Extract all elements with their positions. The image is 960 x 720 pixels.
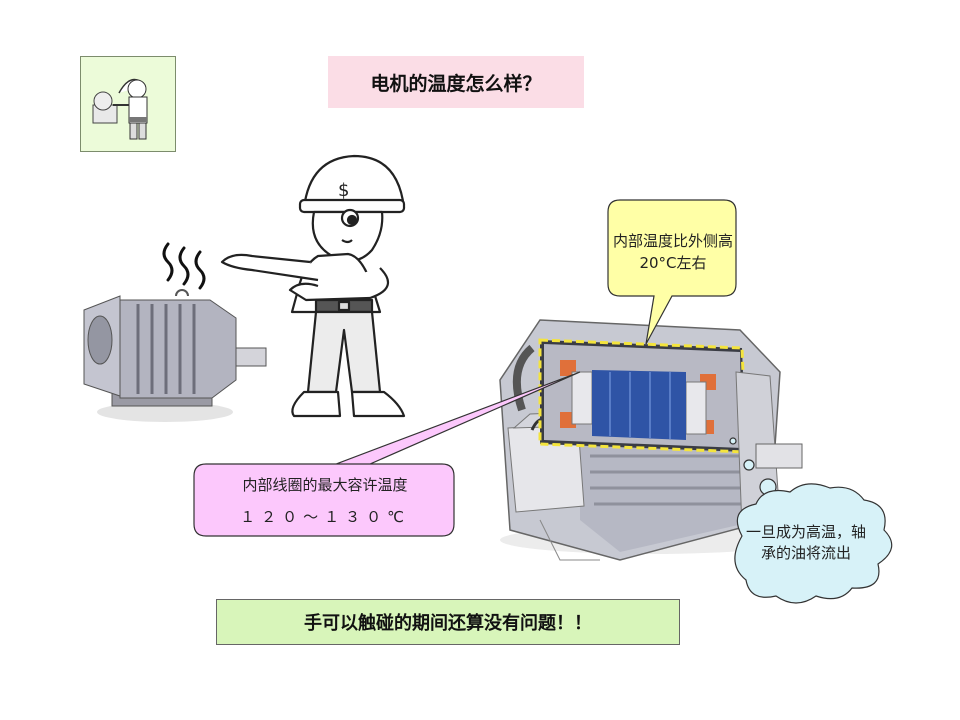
- cutaway-motor-illustration: [499, 319, 803, 561]
- page-title: 电机的温度怎么样？: [328, 56, 584, 108]
- callout-outer-temperature-text: 内部温度比外侧高20°C左右: [612, 232, 733, 272]
- callout-coil-label: 内部线圈的最大容许温度: [242, 476, 408, 494]
- svg-text:$: $: [338, 180, 349, 201]
- small-motor-illustration: [83, 289, 267, 422]
- callout-outer-temperature: [607, 199, 737, 345]
- callout-oil-text: 一旦成为高温，轴承的油将流出: [745, 523, 866, 562]
- worker-illustration: $: [220, 154, 406, 418]
- heat-waves-icon: [162, 242, 206, 290]
- worker-touching-motor-icon: [92, 78, 148, 140]
- callout-coil-value: １２０～１３０℃: [240, 508, 410, 526]
- worker-thumbnail: [80, 56, 176, 152]
- callout-coil-temperature: [193, 371, 581, 537]
- callout-oil-warning: [729, 437, 893, 604]
- bottom-banner: 手可以触碰的期间还算没有问题！！: [216, 599, 680, 645]
